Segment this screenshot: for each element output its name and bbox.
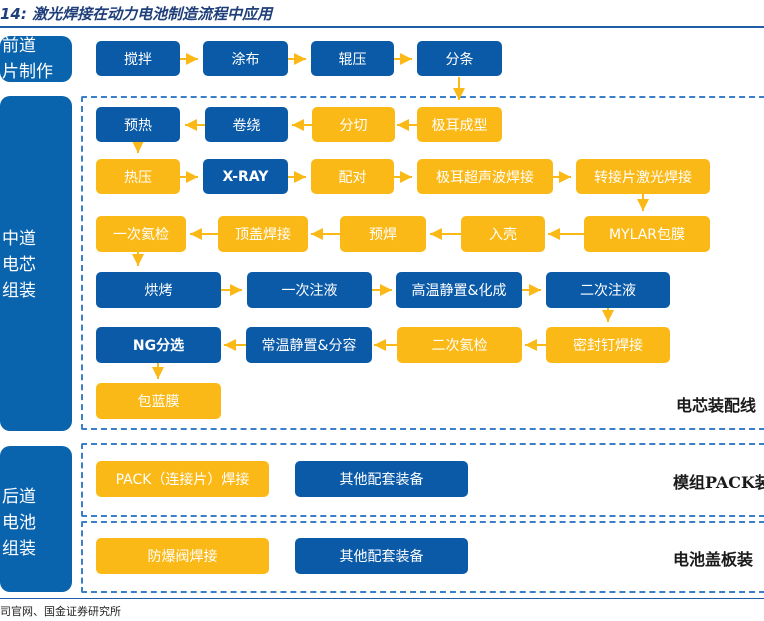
node-he1: 一次氦检 [96,216,186,252]
node-stir: 搅拌 [96,41,180,76]
figure-title: 14: 激光焊接在动力电池制造流程中应用 [0,5,273,23]
node-slit: 分条 [417,41,502,76]
node-hot-press: 热压 [96,159,180,194]
cell-assembly-region [81,96,764,430]
cover-region [81,521,764,593]
stage-middle: 中道 电芯 组装 [0,96,72,431]
node-shell: 入壳 [461,216,545,252]
stage-front-label: 前道 片制作 [2,36,53,82]
node-he2: 二次氦检 [397,327,522,363]
node-blue-film: 包蓝膜 [96,383,221,419]
cell-line-label: 电芯装配线 [676,396,757,415]
node-vent-weld: 防爆阀焊接 [96,538,269,574]
source-note: 司官网、国金证券研究所 [0,605,121,618]
node-wind: 卷绕 [205,107,288,142]
node-mylar: MYLAR包膜 [584,216,710,252]
node-fill1: 一次注液 [247,272,372,308]
stage-back: 后道 电池 组装 [0,446,72,592]
node-seal-nail: 密封钉焊接 [546,327,670,363]
node-other2: 其他配套装备 [295,538,468,574]
node-coat: 涂布 [203,41,288,76]
node-top-cap: 顶盖焊接 [218,216,308,252]
node-fill2: 二次注液 [546,272,670,308]
stage-front: 前道 片制作 [0,36,72,82]
node-adapter-laser: 转接片激光焊接 [576,159,710,194]
node-preheat: 预热 [96,107,180,142]
node-hightemp: 高温静置&化成 [396,272,522,308]
stage-back-label: 后道 电池 组装 [2,487,36,559]
node-pair: 配对 [311,159,394,194]
module-pack-region [81,443,764,517]
node-roll: 辊压 [311,41,394,76]
cover-line-label: 电池盖板装 [673,550,754,569]
node-pack-weld: PACK（连接片）焊接 [96,461,269,497]
node-tab-form: 极耳成型 [417,107,502,142]
node-other1: 其他配套装备 [295,461,468,497]
node-tab-ultrasonic: 极耳超声波焊接 [417,159,553,194]
bottom-rule [0,598,764,599]
title-bar: 14: 激光焊接在动力电池制造流程中应用 [0,0,764,28]
node-bake: 烘烤 [96,272,221,308]
node-cut: 分切 [312,107,395,142]
stage-middle-label: 中道 电芯 组装 [2,229,36,301]
node-pre-weld: 预焊 [340,216,426,252]
node-rt-grade: 常温静置&分容 [246,327,372,363]
module-line-label: 模组PACK装 [673,473,764,492]
node-ng-sort: NG分选 [96,327,221,363]
node-xray: X-RAY [203,159,288,194]
